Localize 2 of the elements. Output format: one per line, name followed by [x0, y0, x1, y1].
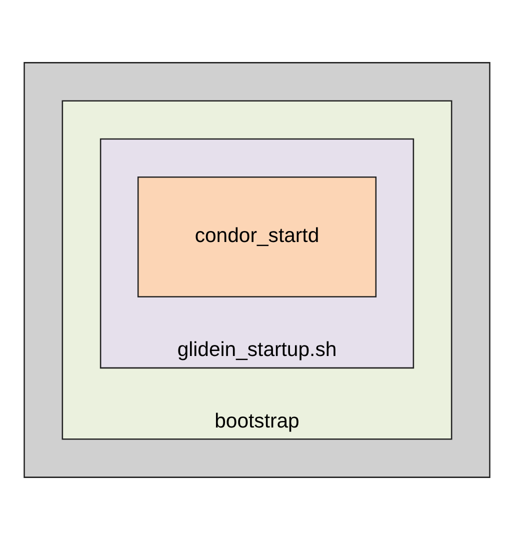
cluster [23, 62, 490, 478]
node-box: condor_startd [136, 176, 376, 297]
